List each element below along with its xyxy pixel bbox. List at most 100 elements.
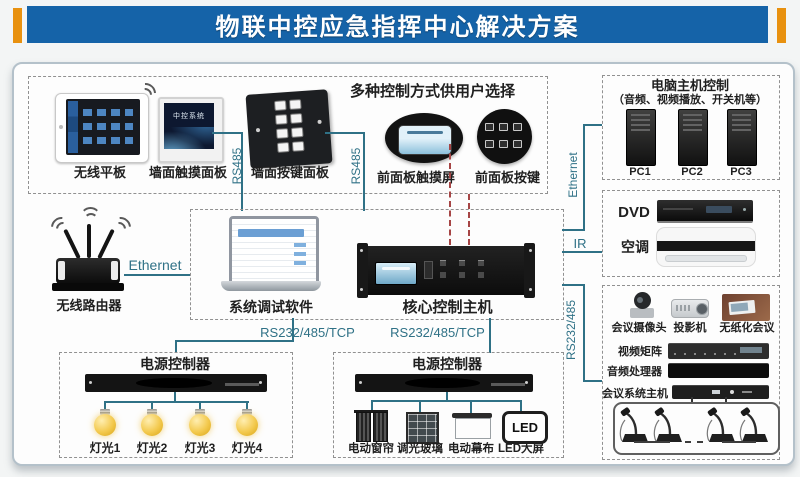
conference-box bbox=[602, 285, 780, 460]
mic-wire bbox=[685, 441, 691, 443]
bulb-cap bbox=[195, 409, 205, 415]
front-keys-label: 前面板按键 bbox=[474, 170, 540, 185]
light-bulb-icon bbox=[236, 414, 258, 436]
conference-camera-icon bbox=[634, 292, 651, 309]
device-drop-line bbox=[419, 402, 421, 412]
router-label: 无线路由器 bbox=[56, 298, 122, 313]
audio-processor-icon bbox=[668, 363, 769, 378]
rs485-line-a bbox=[241, 132, 243, 211]
mic-wire bbox=[722, 441, 756, 443]
laptop-base bbox=[221, 281, 321, 291]
ethernet-lan-line bbox=[124, 274, 190, 276]
rs232-tcp-right-label: RS232/485/TCP bbox=[390, 325, 485, 340]
device-drop-line bbox=[470, 402, 472, 413]
device-label: 调光玻璃 bbox=[397, 443, 443, 455]
rs232-485-label: RS232/485 bbox=[564, 299, 578, 361]
paperless-conference-icon bbox=[722, 294, 770, 321]
power-controller-icon bbox=[85, 374, 267, 392]
dvd-label: DVD bbox=[618, 204, 650, 221]
ethernet-right-line bbox=[583, 124, 602, 126]
control-methods-box bbox=[28, 76, 548, 194]
microphone-group-box bbox=[613, 402, 780, 455]
control-core-box bbox=[190, 209, 564, 320]
device-drop-line bbox=[520, 402, 522, 411]
core-host-label: 核心控制主机 bbox=[402, 299, 493, 316]
wall-keypad-icon bbox=[245, 89, 333, 169]
air-conditioner-icon bbox=[656, 227, 756, 267]
light-bulb-icon bbox=[141, 414, 163, 436]
screw bbox=[360, 249, 363, 252]
wall-touch-panel-icon: 中控系统 bbox=[158, 97, 224, 163]
pc-control-box bbox=[602, 75, 780, 180]
control-methods-heading: 多种控制方式供用户选择 bbox=[349, 83, 515, 100]
router-base bbox=[52, 283, 124, 291]
audio-label: 音频处理器 bbox=[607, 366, 662, 378]
mic-link-line bbox=[725, 397, 727, 403]
light-bulb-icon bbox=[189, 414, 211, 436]
gooseneck-mic-icon bbox=[653, 407, 682, 442]
lights-feed-line bbox=[174, 392, 176, 403]
wall-keys-label: 墙面按键面板 bbox=[250, 165, 329, 180]
wireless-router-icon bbox=[56, 258, 120, 284]
title-bar: 物联中控应急指挥中心解决方案 bbox=[27, 6, 768, 43]
conference-camera-icon bbox=[630, 308, 654, 318]
projection-screen-bar bbox=[452, 413, 492, 418]
page-title: 物联中控应急指挥中心解决方案 bbox=[215, 14, 580, 41]
core-host-icon bbox=[368, 246, 524, 295]
laptop-label: 系统调试软件 bbox=[229, 299, 313, 315]
title-accent-right bbox=[777, 8, 786, 43]
wall-touch-screen-text: 中控系统 bbox=[173, 113, 205, 120]
ethernet-right-label: Ethernet bbox=[566, 152, 580, 198]
laptop-icon bbox=[229, 216, 319, 284]
light-drop-line bbox=[246, 403, 248, 411]
pc-tower-icon bbox=[727, 109, 757, 166]
electric-curtain-icon bbox=[373, 412, 388, 442]
light-label: 灯光3 bbox=[184, 441, 216, 455]
rs485-line-a bbox=[212, 132, 243, 134]
power-lights-box bbox=[59, 352, 293, 458]
front-keypad-icon bbox=[477, 109, 532, 164]
ir-line bbox=[562, 251, 602, 253]
electric-curtain-icon bbox=[356, 412, 371, 442]
projector-icon bbox=[671, 299, 709, 318]
devices-feed-line bbox=[446, 392, 448, 402]
power-controller-icon bbox=[355, 374, 533, 392]
rs485-line-b bbox=[325, 132, 365, 134]
led-text: LED bbox=[512, 420, 538, 435]
mic-link-line bbox=[691, 397, 693, 403]
front-touch-link-line bbox=[449, 144, 451, 245]
ethernet-right-line bbox=[562, 229, 585, 231]
paperless-label: 无纸化会议 bbox=[719, 322, 775, 334]
ir-label: IR bbox=[573, 236, 587, 251]
screw bbox=[360, 288, 363, 291]
rs232-485-line bbox=[562, 284, 583, 286]
ethernet-lan-label: Ethernet bbox=[128, 257, 182, 273]
light-label: 灯光1 bbox=[89, 441, 121, 455]
device-label: 电动窗帘 bbox=[348, 443, 394, 455]
dimming-glass-icon bbox=[406, 412, 439, 444]
wireless-tablet-icon bbox=[55, 93, 149, 163]
gooseneck-mic-icon bbox=[739, 407, 768, 442]
rs232-485-line bbox=[583, 380, 602, 382]
conference-host-icon bbox=[672, 385, 769, 399]
title-accent-left bbox=[13, 8, 22, 43]
pc-label: PC1 bbox=[629, 166, 651, 178]
gooseneck-mic-icon bbox=[706, 407, 735, 442]
matrix-label: 视频矩阵 bbox=[618, 346, 662, 358]
led-screen-icon: LED bbox=[502, 411, 548, 444]
rs485-line-b bbox=[363, 132, 365, 211]
screw bbox=[529, 249, 532, 252]
front-keys-link-line bbox=[468, 194, 470, 245]
gooseneck-mic-icon bbox=[619, 407, 648, 442]
wifi-signal-icon bbox=[80, 207, 101, 228]
light-label: 灯光2 bbox=[136, 441, 168, 455]
front-touchscreen-icon bbox=[385, 113, 463, 163]
devices-bus-line bbox=[371, 400, 522, 402]
power-devices-box bbox=[333, 352, 564, 458]
projector-label: 投影机 bbox=[673, 322, 707, 334]
rs485-label-b: RS485 bbox=[349, 147, 363, 185]
rs232-485-line bbox=[583, 284, 585, 382]
rs232-tcp-right-line bbox=[489, 318, 491, 353]
pc-tower-icon bbox=[678, 109, 708, 166]
rs232-tcp-left-label: RS232/485/TCP bbox=[260, 325, 355, 340]
